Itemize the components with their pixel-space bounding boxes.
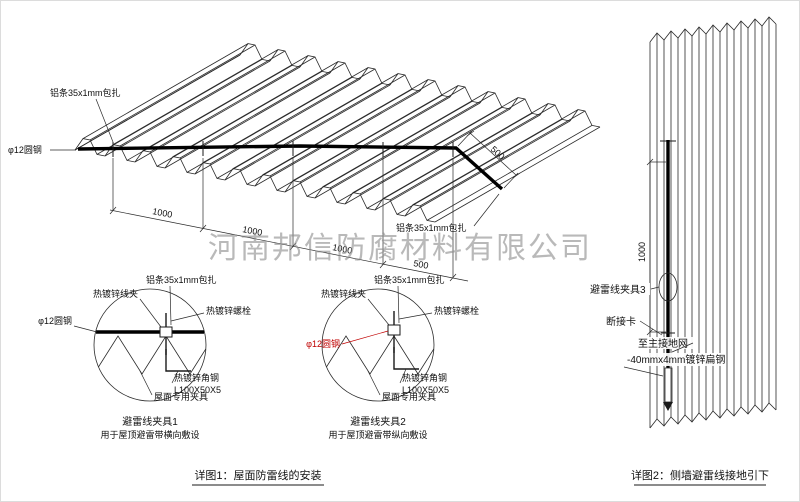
lightning-wire-roof bbox=[77, 144, 504, 191]
dim-1000-c: 1000 bbox=[332, 242, 354, 256]
label-c2-angle-name: 热镀锌角钢 bbox=[402, 372, 447, 383]
label-c2-fixture: 屋面专用夹具 bbox=[382, 391, 436, 402]
label-wall-clamp3: 避雷线夹具3 bbox=[590, 283, 646, 296]
detail-clamp-1: 热镀锌线夹 铝条35x1mm包扎 热镀锌螺栓 φ12圆钢 热镀锌角钢 L100X… bbox=[38, 274, 251, 440]
caption-detail-2: 详图2：侧墙避雷线接地引下 bbox=[631, 468, 769, 482]
dim-1000-b: 1000 bbox=[242, 224, 264, 238]
label-c1-rod: φ12圆钢 bbox=[38, 315, 72, 326]
wall-dimension bbox=[646, 158, 666, 336]
label-c2-bolt: 热镀锌螺栓 bbox=[434, 305, 479, 316]
roof-annotations: 铝条35x1mm包扎 φ12圆钢 铝条35x1mm包扎 bbox=[8, 87, 500, 233]
label-to-ground-grid: 至主接地网 bbox=[638, 337, 688, 350]
label-round-steel-roof: φ12圆钢 bbox=[8, 144, 42, 155]
label-c2-clip: 热镀锌线夹 bbox=[321, 288, 366, 299]
company-watermark: 河南邦信防腐材料有限公司 bbox=[208, 232, 592, 265]
detail-2-subtitle: 用于屋顶避雷带纵向敷设 bbox=[328, 429, 427, 440]
label-c2-angle-spec: L100X50X5 bbox=[402, 385, 449, 395]
captions: 详图1：屋面防雷线的安装 详图2：侧墙避雷线接地引下 bbox=[192, 468, 769, 486]
label-c2-rod: φ12圆钢 bbox=[306, 338, 340, 349]
label-c2-strip: 铝条35x1mm包扎 bbox=[374, 274, 445, 285]
label-disconnect-link: 断接卡 bbox=[606, 315, 636, 328]
label-aluminum-strip-right: 铝条35x1mm包扎 bbox=[396, 222, 467, 233]
detail-clamp-2: 热镀锌线夹 铝条35x1mm包扎 热镀锌螺栓 φ12圆钢 热镀锌角钢 L100X… bbox=[306, 274, 479, 440]
roof-left-edge bbox=[74, 54, 241, 151]
dim-wall-1000: 1000 bbox=[637, 242, 647, 262]
detail-circle-1 bbox=[93, 288, 207, 402]
detail-1-subtitle: 用于屋顶避雷带横向敷设 bbox=[100, 429, 199, 440]
corrugated-roof-isometric bbox=[74, 43, 601, 222]
to-ground-arrow bbox=[663, 402, 673, 411]
label-c1-bolt: 热镀锌螺栓 bbox=[206, 305, 251, 316]
label-c1-angle-name: 热镀锌角钢 bbox=[174, 372, 219, 383]
roof-wire-clamps bbox=[112, 141, 454, 157]
detail-2-section bbox=[322, 311, 434, 375]
detail-2-title: 避雷线夹具2 bbox=[350, 415, 406, 428]
label-c1-strip: 铝条35x1mm包扎 bbox=[146, 274, 217, 285]
label-c1-fixture: 屋面专用夹具 bbox=[154, 391, 208, 402]
caption-detail-1: 详图1：屋面防雷线的安装 bbox=[194, 468, 321, 482]
detail-1-title: 避雷线夹具1 bbox=[122, 415, 178, 428]
corrugated-wall-view: 1000 避雷线夹具3 断接卡 至主接地网 -40mmx4mm镀锌扁钢 bbox=[586, 16, 777, 429]
roof-dimension-chain: 1000 1000 1000 500 bbox=[109, 158, 469, 282]
label-c1-clip: 热镀锌线夹 bbox=[93, 288, 138, 299]
label-aluminum-strip-top: 铝条35x1mm包扎 bbox=[50, 87, 121, 98]
label-flat-steel: -40mmx4mm镀锌扁钢 bbox=[627, 353, 725, 366]
dim-1000-a: 1000 bbox=[152, 206, 174, 220]
detail-1-section bbox=[94, 313, 206, 375]
detail-circle-2 bbox=[321, 288, 435, 402]
dim-500-a: 500 bbox=[413, 258, 430, 271]
label-c1-angle-spec: L100X50X5 bbox=[174, 385, 221, 395]
